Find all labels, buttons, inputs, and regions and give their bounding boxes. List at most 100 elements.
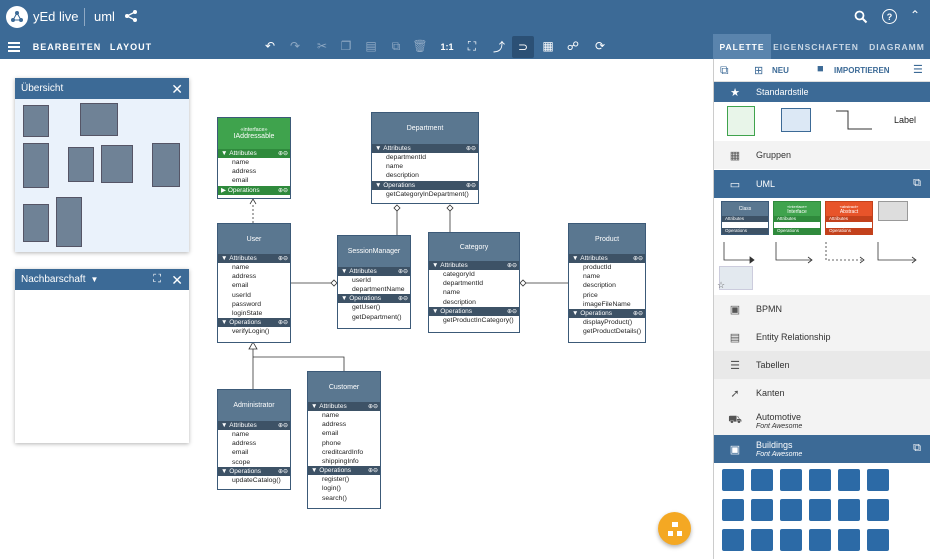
redo-icon[interactable]: ↷: [289, 39, 301, 53]
hospital-icon[interactable]: [838, 469, 860, 491]
refresh-layout-icon[interactable]: ⟳: [594, 39, 606, 53]
uml-class-administrator[interactable]: Administrator ▼ Attributes⊕⊖ name addres…: [217, 389, 291, 490]
warehouse-icon[interactable]: [838, 499, 860, 521]
tab-diagram[interactable]: DIAGRAMM: [869, 41, 925, 52]
landmark-icon[interactable]: [838, 529, 860, 551]
fit-content-icon[interactable]: ⛶: [467, 38, 477, 53]
zoom-original-button[interactable]: 1:1: [440, 41, 454, 52]
iaddressable-attributes-header[interactable]: ▼ Attributes⊕⊖: [218, 149, 290, 158]
category-operations-header[interactable]: ▼ Operations⊕⊖: [429, 306, 519, 316]
sessionmanager-operations-header[interactable]: ▼ Operations⊕⊖: [338, 294, 410, 304]
close-icon[interactable]: ✕: [171, 81, 183, 97]
product-operations-header[interactable]: ▼ Operations⊕⊖: [569, 308, 645, 318]
iaddressable-operations-header[interactable]: ▶ Operations⊕⊖: [218, 185, 290, 195]
sidebar-item-er[interactable]: ▤ Entity Relationship: [714, 323, 930, 351]
menu-icon[interactable]: [8, 42, 20, 52]
sidebar-item-automotive[interactable]: ⛟ Automotive Font Awesome: [714, 407, 930, 435]
uml-class-iaddressable[interactable]: «interface» IAddressable ▼ Attributes⊕⊖ …: [217, 117, 291, 199]
open-window-icon[interactable]: ⧉: [913, 177, 921, 189]
igloo-icon[interactable]: [722, 529, 744, 551]
hotel-icon[interactable]: [751, 499, 773, 521]
uml-class-user[interactable]: User ▼ Attributes⊕⊖ name address email u…: [217, 223, 291, 343]
dropdown-caret-icon[interactable]: ▼: [90, 275, 99, 284]
sidebar-item-uml[interactable]: ▭ UML ⧉: [714, 170, 930, 198]
open-window-icon[interactable]: ⧉: [913, 442, 921, 454]
sidebar-item-buildings[interactable]: ▣ Buildings Font Awesome ⧉: [714, 435, 930, 463]
tab-palette[interactable]: PALETTE: [713, 34, 771, 59]
document-title[interactable]: uml: [94, 9, 115, 24]
import-button[interactable]: IMPORTIEREN: [834, 66, 890, 75]
sidebar-item-edges[interactable]: ➚ Kanten: [714, 379, 930, 407]
standard-label-sample[interactable]: Label: [894, 115, 917, 125]
uml-edge-samples[interactable]: [714, 238, 930, 268]
monument-icon[interactable]: [809, 529, 831, 551]
folder-icon[interactable]: ■: [817, 63, 824, 75]
uml-class-department[interactable]: Department ▼ Attributes⊕⊖ departmentId n…: [371, 112, 479, 204]
uml-selected-sample[interactable]: [719, 266, 753, 290]
overview-map[interactable]: [15, 99, 189, 252]
uml-class-category[interactable]: Category ▼ Attributes⊕⊖ categoryId depar…: [428, 232, 520, 333]
new-button[interactable]: NEU: [772, 66, 789, 75]
search-icon[interactable]: [854, 10, 868, 24]
standard-edge-sample[interactable]: [834, 107, 874, 135]
edit-menu-button[interactable]: BEARBEITEN: [32, 41, 102, 52]
dungeon-icon[interactable]: [722, 499, 744, 521]
edge-style-icon[interactable]: ⤴: [492, 39, 505, 54]
close-icon[interactable]: ✕: [171, 272, 183, 288]
department-operations-header[interactable]: ▼ Operations⊕⊖: [372, 180, 478, 190]
collapse-icon[interactable]: ⌃: [910, 8, 921, 22]
delete-icon[interactable]: 🗑: [412, 39, 428, 53]
user-attributes-header[interactable]: ▼ Attributes⊕⊖: [218, 254, 290, 263]
category-attributes-header[interactable]: ▼ Attributes⊕⊖: [429, 261, 519, 270]
standard-window-sample[interactable]: [781, 108, 811, 132]
product-attributes-header[interactable]: ▼ Attributes⊕⊖: [569, 254, 645, 263]
administrator-attributes-header[interactable]: ▼ Attributes⊕⊖: [218, 421, 290, 430]
new-document-icon[interactable]: ⊞: [754, 65, 764, 77]
administrator-operations-header[interactable]: ▼ Operations⊕⊖: [218, 466, 290, 476]
copy-icon[interactable]: ❐: [340, 39, 352, 53]
user-operations-header[interactable]: ▼ Operations⊕⊖: [218, 318, 290, 328]
duplicate-icon[interactable]: ⧉: [391, 38, 401, 53]
cut-icon[interactable]: ✂: [316, 39, 328, 53]
uml-interface-sample[interactable]: «interface»Interface Attributes Operatio…: [773, 201, 821, 235]
uml-class-customer[interactable]: Customer ▼ Attributes⊕⊖ name address ema…: [307, 371, 381, 509]
uml-class-sessionmanager[interactable]: SessionManager ▼ Attributes⊕⊖ userId dep…: [337, 235, 411, 329]
church-icon[interactable]: [809, 499, 831, 521]
uml-class-sample[interactable]: Class Attributes Operations: [721, 201, 769, 235]
campground-icon[interactable]: [780, 469, 802, 491]
sidebar-item-standard[interactable]: ★ Standardstile: [714, 82, 930, 102]
undo-icon[interactable]: ↶: [264, 39, 276, 53]
sessionmanager-attributes-header[interactable]: ▼ Attributes⊕⊖: [338, 267, 410, 276]
home-icon[interactable]: [867, 469, 889, 491]
layout-fab-button[interactable]: [658, 512, 691, 545]
uml-note-sample[interactable]: [878, 201, 908, 221]
tab-properties[interactable]: EIGENSCHAFTEN: [773, 41, 859, 52]
city-icon[interactable]: [809, 469, 831, 491]
customer-attributes-header[interactable]: ▼ Attributes⊕⊖: [308, 402, 380, 411]
share-icon[interactable]: [124, 9, 138, 23]
building-icon[interactable]: [751, 469, 773, 491]
sidebar-item-groups[interactable]: ▦ Gruppen: [714, 141, 930, 169]
layout-menu-button[interactable]: LAYOUT: [109, 41, 153, 52]
favorite-star-icon[interactable]: ☆: [717, 280, 726, 290]
standard-uml-sample[interactable]: [727, 106, 755, 136]
department-attributes-header[interactable]: ▼ Attributes⊕⊖: [372, 144, 478, 153]
snap-icon[interactable]: ⊃: [512, 36, 534, 58]
settings-icon[interactable]: ☰: [913, 64, 923, 76]
industry-icon[interactable]: [780, 529, 802, 551]
customer-operations-header[interactable]: ▼ Operations⊕⊖: [308, 466, 380, 476]
uml-class-product[interactable]: Product ▼ Attributes⊕⊖ productId name de…: [568, 223, 646, 343]
store-icon[interactable]: [751, 529, 773, 551]
diagram-canvas[interactable]: «interface» IAddressable ▼ Attributes⊕⊖ …: [0, 59, 713, 559]
new-window-icon[interactable]: ⧉: [720, 63, 729, 77]
archway-icon[interactable]: [722, 469, 744, 491]
uml-abstract-sample[interactable]: «abstract»Abstract Attributes Operations: [825, 201, 873, 235]
place-of-worship-icon[interactable]: [867, 529, 889, 551]
paste-icon[interactable]: ▤: [365, 39, 377, 53]
school-icon[interactable]: [867, 499, 889, 521]
orthogonal-icon[interactable]: ☍: [566, 39, 580, 53]
fullscreen-icon[interactable]: ⛶: [153, 273, 161, 285]
sidebar-item-bpmn[interactable]: ▣ BPMN: [714, 295, 930, 323]
house-icon[interactable]: [780, 499, 802, 521]
grid-icon[interactable]: ▦: [542, 39, 554, 53]
